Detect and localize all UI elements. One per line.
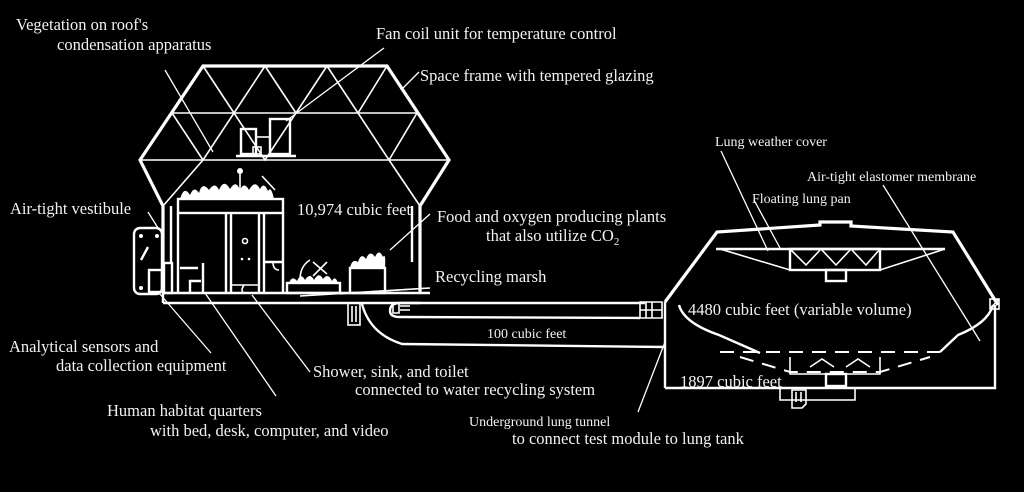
lower-pan-position bbox=[720, 351, 940, 388]
label-shower-line1: Shower, sink, and toilet bbox=[313, 362, 469, 381]
label-plants-line2: that also utilize CO2 bbox=[486, 226, 619, 248]
label-vegetation-line1: Vegetation on roof's bbox=[16, 15, 148, 34]
label-lung-pan: Floating lung pan bbox=[752, 192, 851, 207]
label-fan-coil: Fan coil unit for temperature control bbox=[376, 24, 617, 43]
roof-vegetation bbox=[176, 168, 285, 215]
air-tight-vestibule bbox=[132, 226, 174, 296]
leader-membrane bbox=[882, 184, 981, 342]
label-tunnel-line2: to connect test module to lung tank bbox=[512, 429, 745, 448]
label-quarters-line2: with bed, desk, computer, and video bbox=[150, 421, 389, 440]
leader-vestibule bbox=[147, 211, 159, 229]
leader-space-frame bbox=[400, 71, 420, 91]
leader-shower bbox=[251, 294, 311, 373]
leader-lines bbox=[147, 47, 981, 413]
floor-slab bbox=[161, 291, 430, 305]
label-sensors-line2: data collection equipment bbox=[56, 356, 227, 375]
leader-sensors bbox=[158, 292, 212, 354]
underground-lung-tunnel bbox=[360, 291, 667, 388]
habitat-quarters bbox=[176, 213, 285, 294]
label-lung-volume-upper: 4480 cubic feet (variable volume) bbox=[688, 300, 912, 319]
leader-vegetation bbox=[164, 69, 214, 153]
labels: Vegetation on roof's condensation appara… bbox=[9, 15, 976, 448]
floating-lung-pan bbox=[716, 247, 946, 283]
lung-tank bbox=[663, 220, 1000, 409]
label-quarters-line1: Human habitat quarters bbox=[107, 401, 262, 420]
lung-weather-cover bbox=[663, 220, 1000, 306]
food-plants-planter bbox=[348, 252, 387, 295]
label-space-frame: Space frame with tempered glazing bbox=[420, 66, 654, 85]
leader-pan bbox=[753, 199, 781, 249]
leader-quarters bbox=[204, 292, 277, 397]
label-vestibule: Air-tight vestibule bbox=[10, 199, 131, 218]
leader-plants bbox=[389, 213, 431, 251]
label-membrane: Air-tight elastomer membrane bbox=[807, 170, 976, 185]
label-tunnel-line1: Underground lung tunnel bbox=[469, 415, 610, 430]
elastomer-membrane bbox=[677, 304, 761, 355]
label-tunnel-volume: 100 cubic feet bbox=[487, 327, 566, 342]
leader-cover bbox=[720, 150, 769, 252]
label-plants-line1: Food and oxygen producing plants bbox=[437, 207, 666, 226]
label-habitat-volume: 10,974 cubic feet bbox=[297, 200, 411, 219]
fan-coil-unit bbox=[236, 117, 296, 158]
label-sensors-line1: Analytical sensors and bbox=[9, 337, 159, 356]
label-lung-cover: Lung weather cover bbox=[715, 135, 827, 150]
leader-fan-coil bbox=[285, 47, 385, 122]
test-module bbox=[132, 64, 451, 326]
label-recycling-marsh: Recycling marsh bbox=[435, 267, 547, 286]
label-shower-line2: connected to water recycling system bbox=[355, 380, 595, 399]
leader-marsh bbox=[339, 287, 429, 295]
label-lung-volume-lower: 1897 cubic feet bbox=[680, 372, 782, 391]
foundation-footing bbox=[347, 302, 361, 326]
label-vegetation-line2: condensation apparatus bbox=[57, 35, 211, 54]
leader-tunnel bbox=[637, 341, 666, 413]
